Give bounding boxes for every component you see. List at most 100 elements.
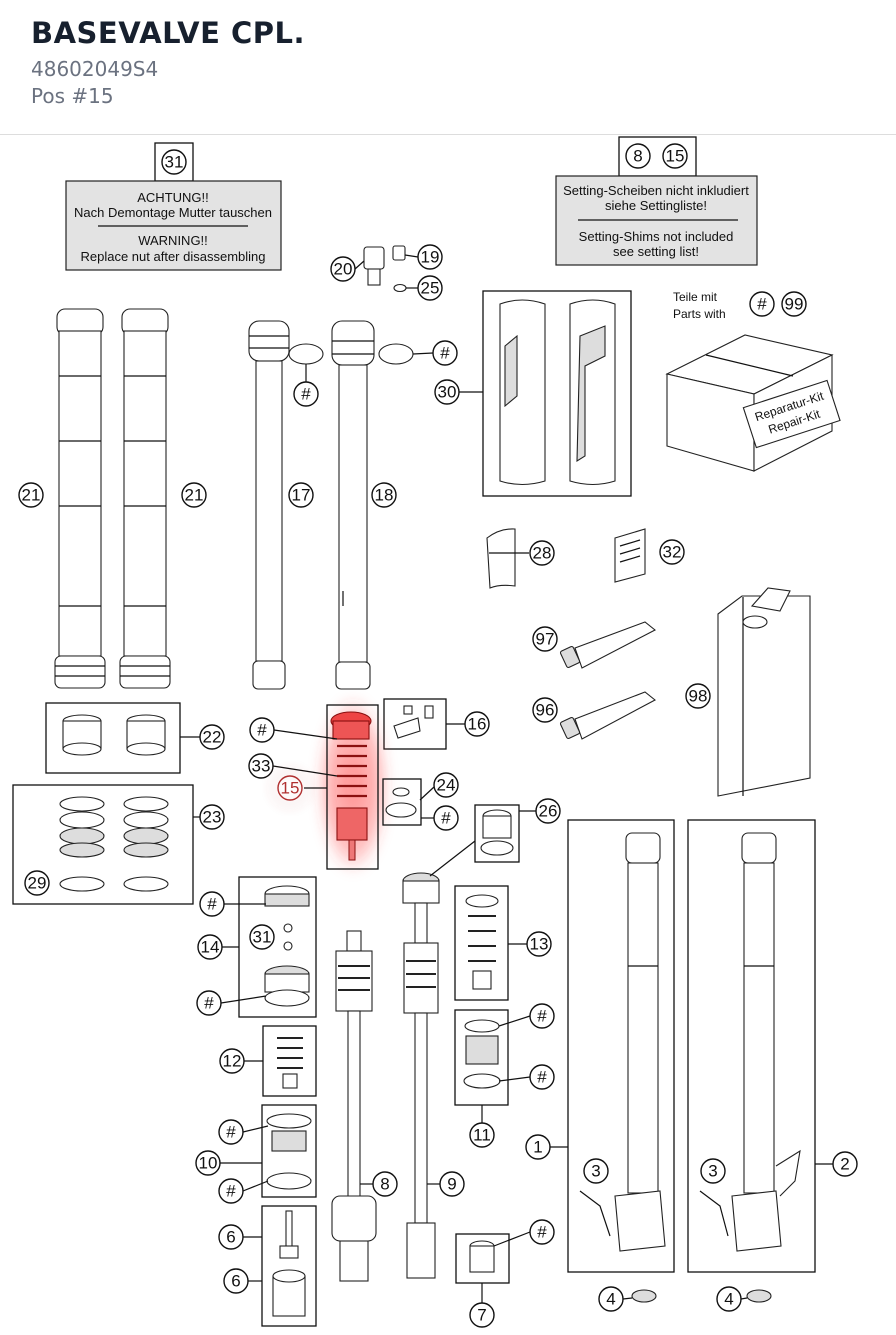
callout-23[interactable]: 23: [199, 804, 225, 830]
callout-hash[interactable]: #: [432, 340, 458, 366]
callout-label: 1: [533, 1138, 542, 1157]
callout-21[interactable]: 21: [18, 482, 44, 508]
callout-17[interactable]: 17: [288, 482, 314, 508]
guard-clip-28: [486, 528, 516, 589]
callout-label: 23: [203, 808, 222, 827]
callout-12[interactable]: 12: [219, 1048, 245, 1074]
callout-1[interactable]: 1: [525, 1134, 551, 1160]
callout-label: #: [537, 1068, 547, 1087]
callout-8[interactable]: 8: [372, 1171, 398, 1197]
callout-label: 29: [28, 874, 47, 893]
callout-label: #: [537, 1223, 547, 1242]
valve-box-10: [261, 1104, 317, 1198]
callout-label: 20: [334, 260, 353, 279]
callout-11[interactable]: 11: [469, 1122, 495, 1148]
callout-label: 7: [477, 1306, 486, 1325]
callout-15-highlighted[interactable]: 15: [272, 770, 308, 806]
page-header: BASEVALVE CPL. 48602049S4 Pos #15: [0, 0, 896, 135]
callout-28[interactable]: 28: [529, 540, 555, 566]
callout-97[interactable]: 97: [532, 626, 558, 652]
nut-warning-callout-label: 31: [165, 153, 184, 172]
callout-30[interactable]: 30: [434, 379, 460, 405]
callout-hash[interactable]: #: [529, 1219, 555, 1245]
callout-hash[interactable]: #: [218, 1119, 244, 1145]
callout-18[interactable]: 18: [371, 482, 397, 508]
callout-label: 30: [438, 383, 457, 402]
diagram-canvas: 31 ACHTUNG!! Nach Demontage Mutter tausc…: [12, 136, 858, 1328]
callout-22[interactable]: 22: [199, 724, 225, 750]
callout-hash[interactable]: #: [249, 717, 275, 743]
repair-kit-callout-hash[interactable]: #: [749, 291, 775, 317]
callout-label: 28: [533, 544, 552, 563]
callout-19[interactable]: 19: [417, 244, 443, 270]
outer-tube-21-right: [119, 308, 171, 689]
callout-31[interactable]: 31: [249, 924, 275, 950]
grease-tube-97: [559, 621, 657, 669]
callout-label: 97: [536, 630, 555, 649]
callout-9[interactable]: 9: [439, 1171, 465, 1197]
callout-13[interactable]: 13: [526, 931, 552, 957]
callout-hash[interactable]: #: [218, 1178, 244, 1204]
shims-callout-8[interactable]: 8: [625, 143, 651, 169]
callout-7[interactable]: 7: [469, 1302, 495, 1328]
callout-24[interactable]: 24: [433, 772, 459, 798]
callout-label: 3: [591, 1162, 600, 1181]
damper-rod-8: [331, 930, 377, 1282]
callout-label: 31: [253, 928, 272, 947]
basevalve-highlight[interactable]: [317, 696, 389, 874]
fork-leg-1: [567, 819, 675, 1303]
callout-26[interactable]: 26: [535, 798, 561, 824]
callout-96[interactable]: 96: [532, 697, 558, 723]
callout-label: 11: [473, 1126, 491, 1145]
callout-hash[interactable]: #: [433, 805, 459, 831]
callout-2[interactable]: 2: [832, 1151, 858, 1177]
repair-kit-callout-99[interactable]: 99: [781, 291, 807, 317]
part-number: 48602049S4: [31, 57, 159, 81]
exploded-diagram: 31 ACHTUNG!! Nach Demontage Mutter tausc…: [0, 136, 896, 1335]
nut-warning-line: Replace nut after disassembling: [81, 249, 266, 264]
top-cap-parts-19-20-25: [363, 245, 407, 293]
callout-hash[interactable]: #: [529, 1064, 555, 1090]
callout-98[interactable]: 98: [685, 683, 711, 709]
callout-14[interactable]: 14: [197, 934, 223, 960]
callout-hash[interactable]: #: [529, 1003, 555, 1029]
callout-label: #: [301, 385, 311, 404]
nut-warning-callout[interactable]: 31: [161, 149, 187, 175]
callout-33[interactable]: 33: [248, 753, 274, 779]
shims-line: see setting list!: [613, 244, 699, 259]
callout-4[interactable]: 4: [598, 1286, 624, 1312]
oil-can-98: [717, 587, 811, 797]
repair-kit-line: Parts with: [673, 307, 726, 321]
shims-line: Setting-Shims not included: [579, 229, 734, 244]
callout-3[interactable]: 3: [583, 1158, 609, 1184]
callout-32[interactable]: 32: [659, 539, 685, 565]
midvalve-box-14: [238, 876, 317, 1018]
outer-tube-21-left: [54, 308, 106, 689]
callout-3[interactable]: 3: [700, 1158, 726, 1184]
shims-line: siehe Settingliste!: [605, 198, 707, 213]
callout-label: 4: [724, 1290, 733, 1309]
callout-label: 32: [663, 543, 682, 562]
callout-10[interactable]: 10: [195, 1150, 221, 1176]
callout-29[interactable]: 29: [24, 870, 50, 896]
callout-6[interactable]: 6: [223, 1268, 249, 1294]
callout-4[interactable]: 4: [716, 1286, 742, 1312]
callout-hash[interactable]: #: [199, 891, 225, 917]
callout-label: 6: [231, 1272, 240, 1291]
shims-callout-15[interactable]: 15: [662, 143, 688, 169]
callout-label: 26: [539, 802, 558, 821]
callout-hash[interactable]: #: [196, 990, 222, 1016]
callout-label: 21: [185, 486, 204, 505]
nut-warning-line: Nach Demontage Mutter tauschen: [74, 205, 272, 220]
callout-16[interactable]: 16: [464, 711, 490, 737]
callout-21[interactable]: 21: [181, 482, 207, 508]
fork-leg-2: [687, 819, 816, 1303]
callout-20[interactable]: 20: [330, 256, 356, 282]
callout-6[interactable]: 6: [218, 1224, 244, 1250]
callout-label: 14: [201, 938, 220, 957]
repair-kit-note: Teile mit Parts with # 99 Reparatur-Kit …: [665, 290, 841, 472]
callout-label: 3: [708, 1162, 717, 1181]
callout-25[interactable]: 25: [417, 275, 443, 301]
callout-hash[interactable]: #: [293, 381, 319, 407]
spring-box-12: [262, 1025, 317, 1097]
